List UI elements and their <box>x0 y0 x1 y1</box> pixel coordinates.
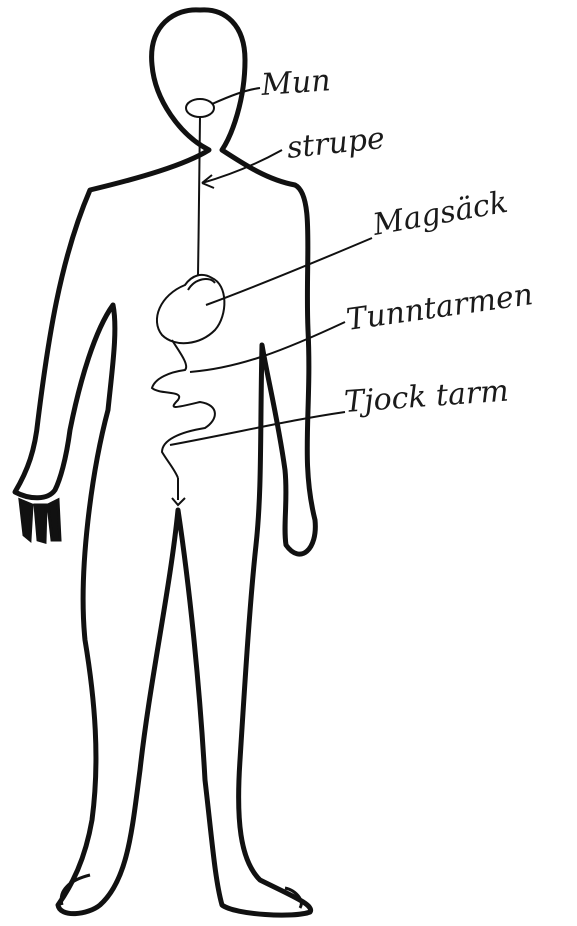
label-large-intestine: Tjock tarm <box>343 374 510 420</box>
left-hand-fingers <box>20 500 60 542</box>
mouth-leader-line <box>212 88 260 104</box>
mouth-organ <box>186 99 214 117</box>
stomach-leader-line <box>206 238 372 305</box>
stomach-organ <box>157 275 224 343</box>
label-esophagus: strupe <box>285 121 386 166</box>
small-intestine-organ <box>152 340 215 478</box>
esophagus-leader-line <box>202 150 282 188</box>
label-stomach: Magsäck <box>369 185 510 243</box>
large-intestine-organ <box>172 478 185 505</box>
large-intestine-leader-line <box>170 412 345 445</box>
label-small-intestine: Tunntarmen <box>344 277 535 338</box>
left-foot-detail <box>61 875 90 905</box>
label-mouth: Mun <box>259 63 332 103</box>
body-outline <box>15 10 315 915</box>
